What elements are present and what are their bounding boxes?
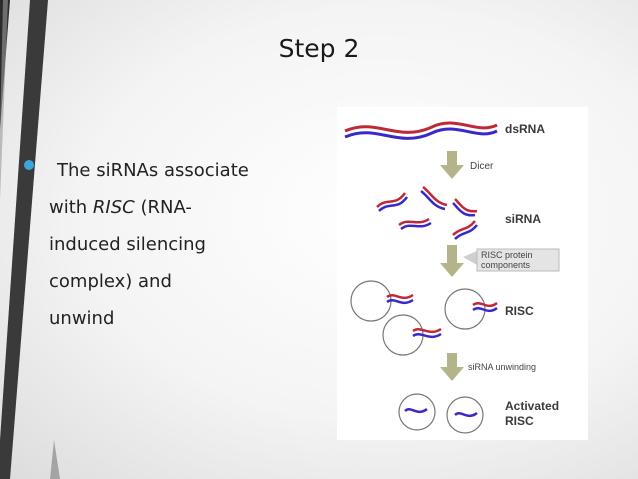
bullet-line-3: induced silencing [49,234,206,255]
activated-risc [398,393,484,434]
label-dicer: Dicer [470,161,494,172]
bullet-line-1: The siRNAs associate [57,160,249,181]
label-risc: RISC [505,304,534,318]
rnai-figure: dsRNA Dicer siRNA RISC prote [337,107,588,440]
bullet-line-5: unwind [49,308,115,329]
bullet-dot [24,160,34,170]
risc-term: RISC [92,197,135,218]
label-activated-1: Activated [505,399,559,413]
label-sirna: siRNA [505,212,541,226]
stripe-gray [0,0,8,200]
stripe-gray-bottom [50,440,60,479]
label-risc-protein-1: RISC protein [481,250,533,260]
bullet-line-2: with RISC (RNA- [49,197,192,218]
label-dsrna: dsRNA [505,122,545,136]
arrow-dicer [440,151,464,179]
bullet-line-4: complex) and [49,271,172,292]
label-unwinding: siRNA unwinding [468,362,536,372]
dsrna-strands [344,121,498,140]
slide-title: Step 2 [278,34,360,63]
label-activated-2: RISC [505,414,534,428]
sirna-fragments [376,186,478,240]
arrow-risc-components [440,245,560,277]
label-risc-protein-2: components [481,260,531,270]
risc-complexes [350,280,498,356]
arrow-unwinding [440,353,464,381]
stripe-dark [0,0,48,479]
